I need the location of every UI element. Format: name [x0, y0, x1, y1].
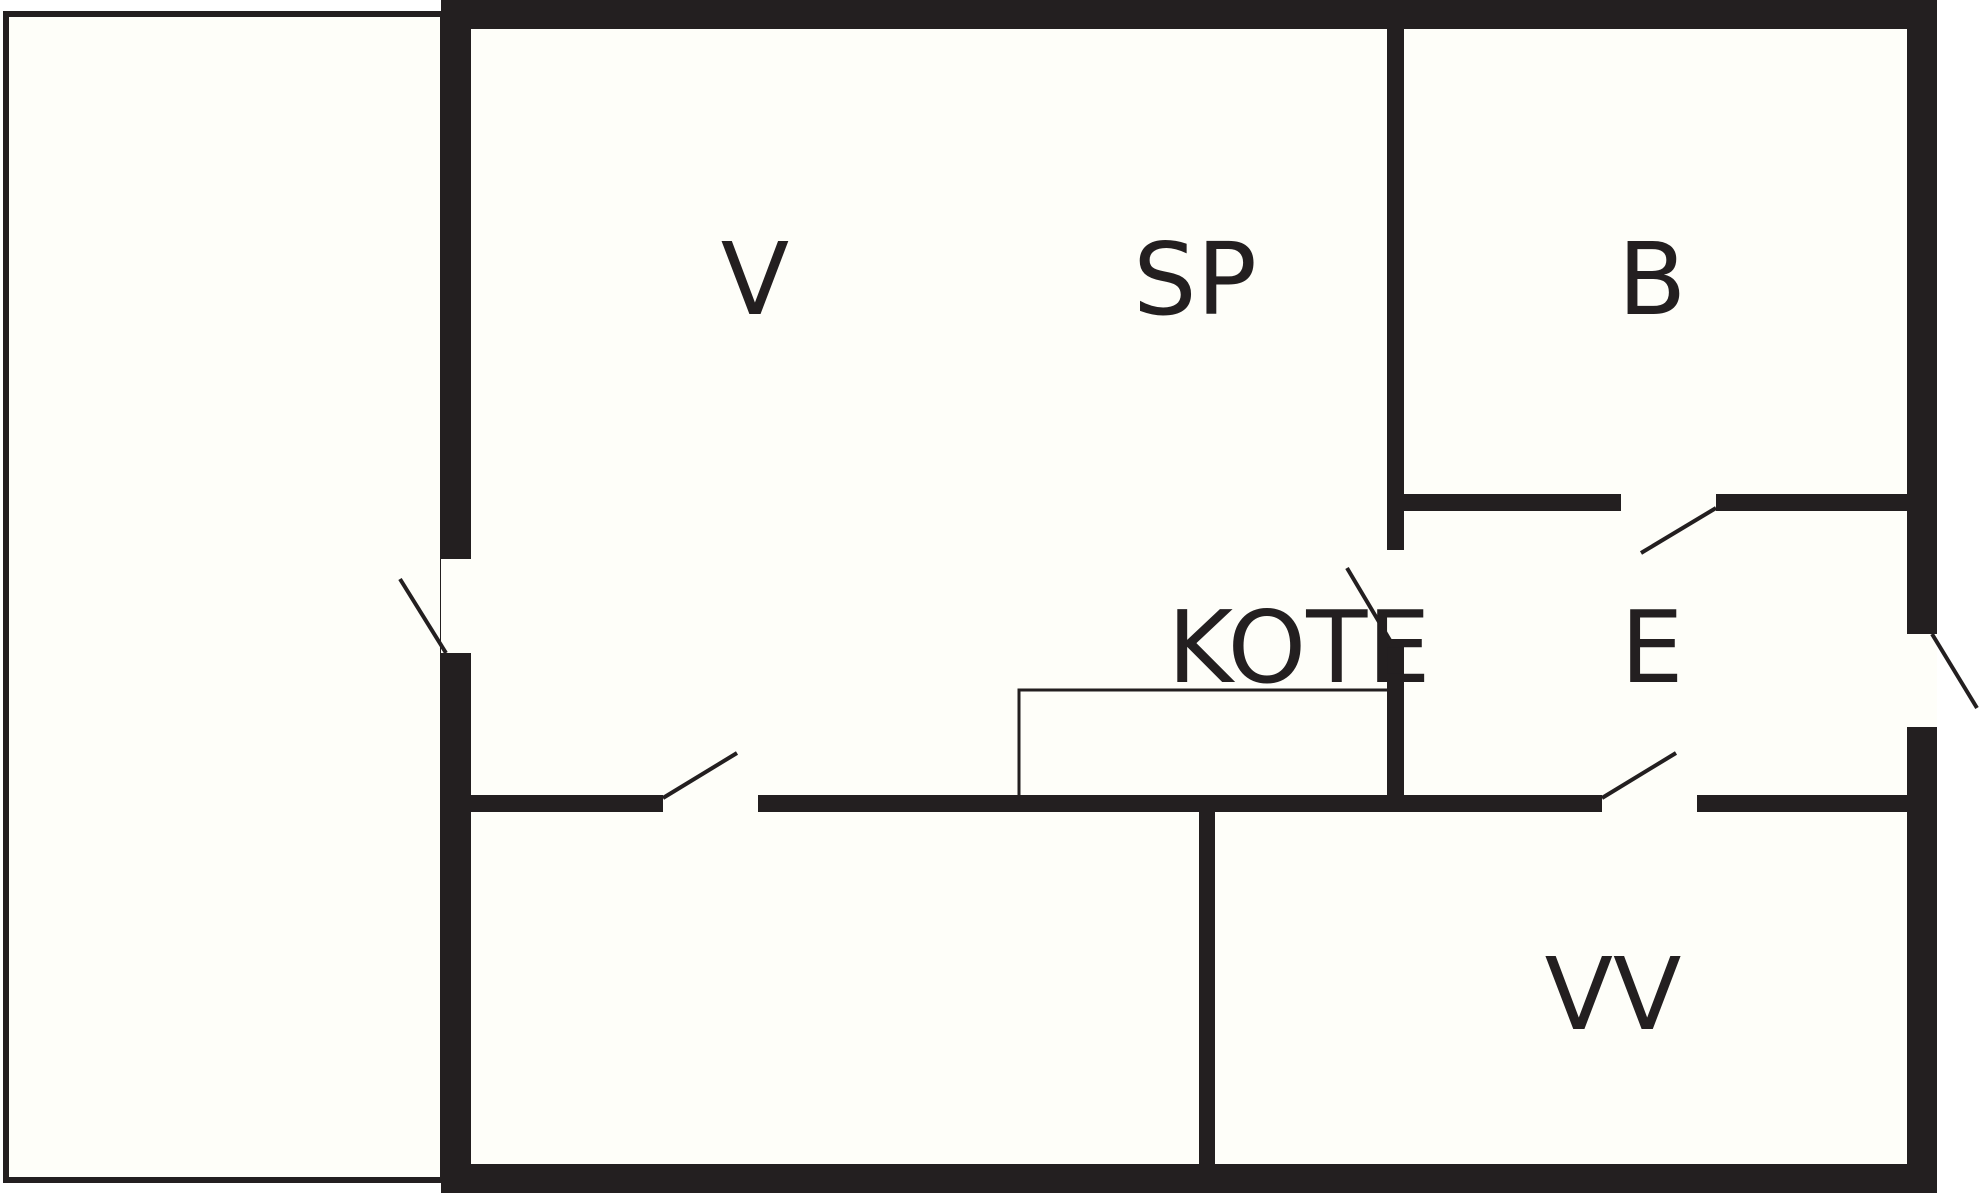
wall-horizontal-main: [471, 795, 1907, 812]
window-left-outer: [441, 559, 471, 653]
room-label-v: V: [721, 221, 789, 338]
room-label-e: E: [1620, 589, 1683, 706]
wall-vertical-lower: [1199, 812, 1215, 1164]
terrace-outline: [3, 11, 446, 1183]
room-label-sp: SP: [1133, 221, 1257, 338]
door-swing-v: [661, 751, 739, 800]
room-label-vv: VV: [1545, 936, 1682, 1053]
door-swing-b: [1639, 506, 1718, 555]
door-opening-e: [1602, 795, 1697, 812]
door-opening-sp-e: [1387, 550, 1404, 642]
window-right-outer: [1907, 634, 1937, 727]
door-opening-b: [1621, 494, 1716, 511]
room-label-kote: KOTE: [1167, 589, 1430, 706]
room-label-b: B: [1618, 221, 1687, 338]
kitchen-counter: [1017, 688, 1387, 795]
door-opening-v: [663, 795, 758, 812]
door-swings: [398, 506, 1979, 800]
interior-floor: [471, 29, 1907, 1164]
door-swing-e: [1600, 751, 1678, 800]
door-swing-left: [398, 577, 448, 655]
openings: [441, 494, 1937, 812]
door-swing-sp-e: [1345, 566, 1393, 644]
door-swing-right: [1930, 632, 1979, 710]
